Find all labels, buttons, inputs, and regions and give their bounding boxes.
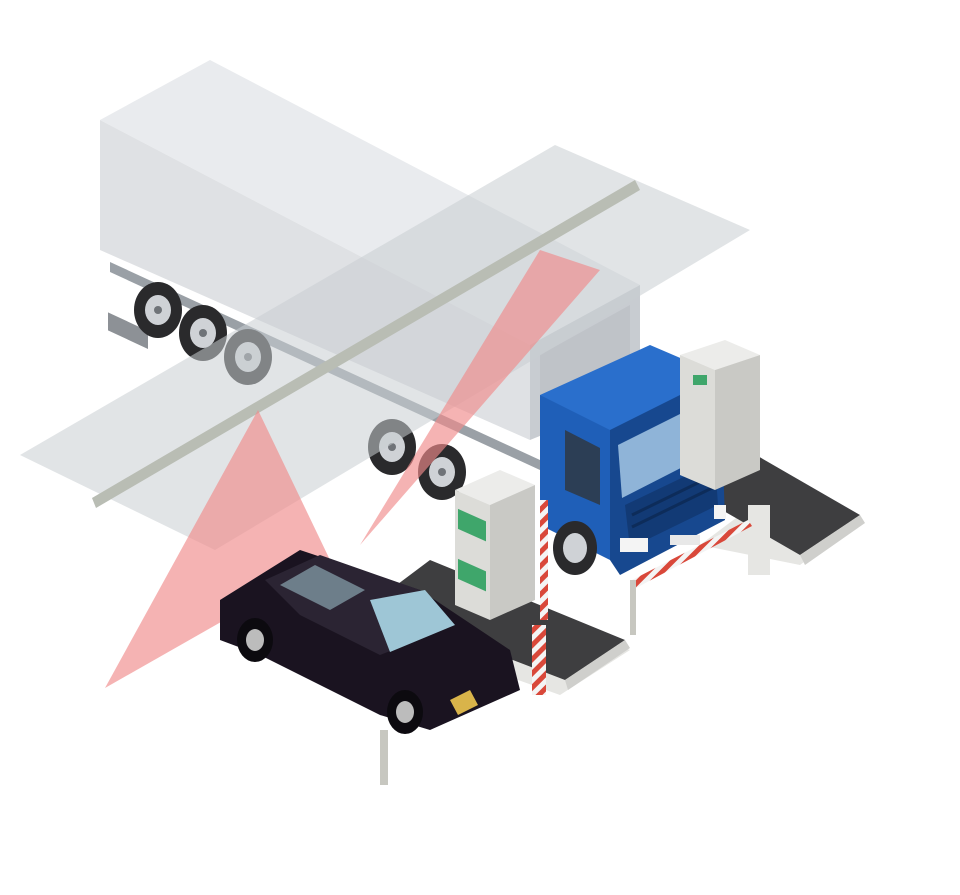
scan-beams (105, 250, 600, 688)
boom-barrier-truck (540, 500, 770, 635)
inspection-kiosk-right (680, 340, 760, 490)
wheel-icon (553, 521, 597, 575)
wheel-icon (134, 282, 182, 338)
boom-barrier-car (380, 625, 546, 785)
wheel-icon (387, 690, 423, 734)
wheel-icon (237, 618, 273, 662)
truck-cab (540, 345, 730, 575)
car (220, 550, 520, 734)
scanner-gantry (20, 145, 750, 550)
inspection-kiosk-left (455, 470, 535, 620)
